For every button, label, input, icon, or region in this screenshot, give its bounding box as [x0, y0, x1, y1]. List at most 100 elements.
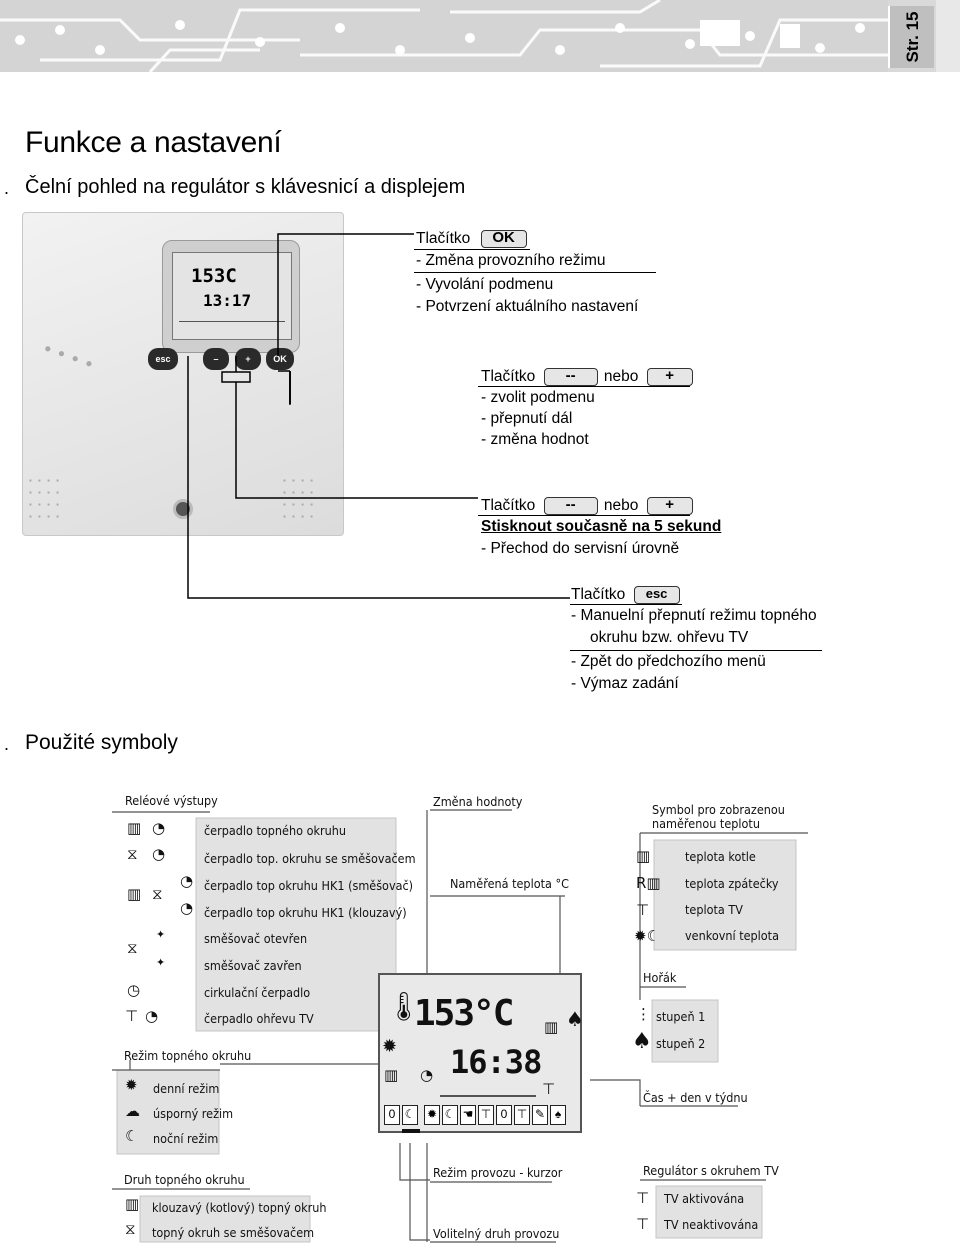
optional-type-label: Volitelný druh provozu: [433, 1226, 560, 1241]
minus-key-icon-2: --: [543, 496, 598, 515]
device-display-time: 13:17: [203, 291, 252, 310]
relay-item-8: čerpadlo ohřevu TV: [204, 1011, 314, 1026]
time-day-label: Čas + den v týdnu: [643, 1090, 748, 1105]
sensor-title-line-1: Symbol pro zobrazenou: [652, 802, 785, 817]
page-title: Funkce a nastavení: [25, 126, 282, 159]
plus-key-icon: +: [646, 367, 693, 386]
device-display-temperature: 153C: [191, 265, 237, 287]
moon-icon: ☾: [125, 1127, 139, 1145]
device-display-frame: 153C 13:17: [162, 240, 300, 353]
ok-item-1: - Změna provozního režimu: [416, 252, 606, 269]
display-temperature: 153°C: [414, 993, 514, 1034]
pmb-label: Tlačítko: [481, 497, 536, 514]
display-cell-tap-2: ⊤: [514, 1105, 530, 1125]
sensor-item-2: teplota zpátečky: [685, 876, 779, 891]
radiator-icon: ▥: [125, 1195, 140, 1213]
symbol-diagram-lines: [112, 809, 808, 1243]
tap-icon: ⊤: [542, 1080, 556, 1098]
esc-item-1: - Manuelní přepnutí režimu topného: [571, 607, 817, 624]
radiator-icon: ▥: [127, 819, 142, 837]
device-plus-button[interactable]: +: [235, 348, 261, 370]
sun-icon: ✹: [125, 1076, 138, 1094]
mixer-icon: ⧖: [127, 939, 138, 957]
section-marker: .: [4, 178, 10, 198]
type-item-2: topný okruh se směšovačem: [152, 1225, 315, 1240]
display-cell-optional-type: 0: [384, 1105, 400, 1125]
pm-or: nebo: [603, 368, 639, 385]
esc-key-icon: esc: [633, 585, 680, 604]
tv-active-icon: ⊤: [636, 1189, 650, 1207]
flame-icon: ♠: [566, 1007, 584, 1031]
display-illustration: 🌡 153°C ▥ ♠ ✹ ▥ ◔ 16:38 ⊤ 0 ☾ ✹ ☾ ☚ ⊤ 0 …: [378, 973, 584, 1133]
plus-minus-callout: Tlačítko -- nebo +: [481, 367, 693, 387]
relay-item-5: směšovač otevřen: [204, 931, 308, 946]
regulator-device-image: 153C 13:17 esc – + OK ● ● ● ● ▪ ▪ ▪ ▪▪ ▪…: [22, 212, 344, 536]
pmb-or: nebo: [603, 497, 639, 514]
pm-item-2: - přepnutí dál: [481, 410, 573, 427]
esc-callout: Tlačítko esc: [571, 585, 680, 605]
ok-key-icon: OK: [480, 229, 527, 248]
pump-icon: ◔: [152, 845, 166, 863]
mixer-icon: ⧖: [125, 1220, 136, 1238]
outdoor-sun-moon-icon: ✹☾: [634, 927, 661, 945]
radiator-icon: ▥: [544, 1018, 559, 1036]
relay-item-4: čerpadlo top okruhu HK1 (klouzavý): [204, 905, 407, 920]
device-ok-button[interactable]: OK: [266, 348, 294, 370]
ok-divider: [414, 272, 656, 273]
mixer-closed-icon: ✦: [156, 956, 166, 969]
mode-item-2: úsporný režim: [153, 1106, 234, 1121]
radiator-icon: ▥: [384, 1066, 399, 1084]
tv-inactive-icon: ⊤: [636, 1215, 650, 1233]
sensor-title-line-2: naměřenou teplotu: [652, 816, 760, 831]
section-heading-front-view: Čelní pohled na regulátor s klávesnicí a…: [25, 176, 466, 198]
tv-item-1: TV aktivována: [664, 1191, 745, 1206]
pm-item-3: - změna hodnot: [481, 431, 589, 448]
plus-key-icon-2: +: [646, 496, 693, 515]
change-value-label: Změna hodnoty: [433, 794, 523, 809]
mode-item-3: noční režim: [153, 1131, 219, 1146]
pump-icon: ◔: [420, 1066, 434, 1084]
relay-title: Reléové výstupy: [125, 793, 218, 808]
sensor-item-3: teplota TV: [685, 902, 743, 917]
circuit-board-decoration: [0, 0, 888, 72]
relay-item-6: směšovač zavřen: [204, 958, 302, 973]
pump-icon: ◔: [180, 899, 194, 917]
page-number-tab: Str. 15: [888, 6, 934, 68]
mixer-icon: ⧖: [127, 845, 138, 863]
pm-underline: [478, 386, 690, 387]
relay-item-7: cirkulační čerpadlo: [204, 985, 311, 1000]
ok-underline: [414, 249, 530, 250]
esc-divider: [570, 650, 822, 651]
display-cell-sun: ✹: [424, 1105, 440, 1125]
tap-icon: ⊤: [125, 1007, 139, 1025]
section-heading-symbols: Použité symboly: [25, 731, 178, 754]
burner-title: Hořák: [643, 970, 677, 985]
pmb-item-1: - Přechod do servisní úrovně: [481, 540, 680, 557]
mode-cursor-label: Režim provozu - kurzor: [433, 1165, 563, 1180]
display-cell-tap: ⊤: [478, 1105, 494, 1125]
esc-label: Tlačítko: [571, 586, 626, 603]
device-vent-dots: ● ● ● ●: [42, 340, 97, 372]
relay-item-1: čerpadlo topného okruhu: [204, 823, 346, 838]
esc-underline: [570, 604, 682, 605]
pm-item-1: - zvolit podmenu: [481, 389, 595, 406]
page-number: Str. 15: [903, 11, 922, 63]
ok-callout: Tlačítko OK: [416, 229, 527, 249]
section-marker-2: .: [4, 734, 10, 754]
economy-icon: ☁: [125, 1102, 140, 1120]
display-cell-hand: ☚: [460, 1105, 476, 1125]
device-esc-button[interactable]: esc: [148, 348, 178, 370]
plus-minus-both-callout: Tlačítko -- nebo +: [481, 496, 693, 516]
esc-item-2: - Zpět do předchozího menü: [571, 653, 766, 670]
radiator-icon: ▥: [127, 885, 142, 903]
pump-icon: ◔: [180, 872, 194, 890]
type-title: Druh topného okruhu: [124, 1172, 245, 1187]
display-cell-moon-2: ☾: [442, 1105, 458, 1125]
display-cell-burner: ♠: [550, 1105, 566, 1125]
burner-stage-1-icon: ⋮: [636, 1005, 651, 1023]
device-minus-button[interactable]: –: [203, 348, 229, 370]
device-display: 153C 13:17: [172, 252, 292, 340]
burner-item-1: stupeň 1: [656, 1009, 706, 1024]
display-cell-manual: ✎: [532, 1105, 548, 1125]
pmb-underline: [478, 515, 690, 516]
